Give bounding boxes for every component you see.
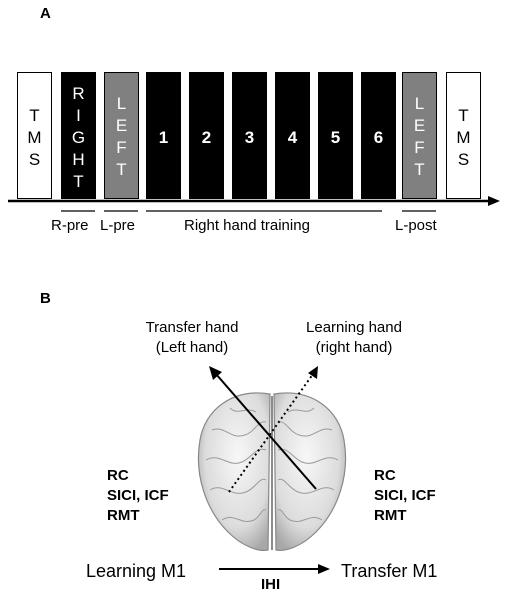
training-block-number: 2 [201,128,212,147]
tms-pre-letter-2: M [27,128,42,147]
transfer-arrow-head [209,366,222,380]
left-post-letter-4: T [414,160,425,179]
learning-arrow-line [228,373,314,493]
right-measure-sici-icf: SICI, ICF [374,487,436,504]
transfer-hand-label: Transfer hand (Left hand) [126,318,258,358]
training-block-5: 5 [318,72,353,199]
transfer-arrow-line [215,373,317,490]
r-pre-label: R-pre [51,217,89,234]
l-pre-label: L-pre [100,217,136,234]
left-pre-letter-1: L [116,94,127,113]
training-block-number: 5 [330,128,341,147]
tms-pre-block: T M S [17,72,52,199]
left-pre-block: L E F T [104,72,139,199]
left-pre-letter-3: F [116,138,127,157]
learning-m1-label: Learning M1 [86,561,187,581]
left-measure-sici-icf: SICI, ICF [107,487,169,504]
l-post-label: L-post [395,217,437,234]
left-post-block: L E F T [402,72,437,199]
tms-pre-letter-1: T [29,106,40,125]
learning-hand-line-1: Learning hand [306,319,402,336]
right-letter-5: T [73,172,84,191]
right-letter-3: G [71,128,86,147]
tms-post-block: T M S [446,72,481,199]
training-block-2: 2 [189,72,224,199]
brain-illustration [197,392,347,551]
transfer-m1-label: Transfer M1 [341,561,438,581]
left-measure-rc: RC [107,467,129,484]
panel-a-label: A [40,5,51,22]
right-letter-2: I [76,106,81,125]
timeline-axis [8,196,500,212]
training-block-4: 4 [275,72,310,199]
training-block-number: 3 [244,128,255,147]
right-hemisphere [273,392,347,551]
ihi-label: IHI [261,576,281,593]
right-letter-1: R [72,84,85,103]
training-block-number: 6 [373,128,384,147]
right-pre-block: R I G H T [61,72,96,199]
transfer-hand-line-2: (Left hand) [155,339,229,356]
left-post-letter-3: F [414,138,425,157]
left-measure-rmt: RMT [107,507,140,524]
learning-hand-label: Learning hand (right hand) [288,318,420,358]
left-pre-letter-2: E [115,116,128,135]
left-hemisphere [197,392,271,551]
left-post-letter-1: L [414,94,425,113]
training-block-6: 6 [361,72,396,199]
tms-pre-letter-3: S [28,150,41,169]
training-label: Right hand training [184,217,310,234]
left-post-letter-2: E [413,116,426,135]
transfer-hand-line-1: Transfer hand [145,319,239,336]
time-arrow-head [488,196,500,206]
right-letter-4: H [72,150,85,169]
left-measures: RC SICI, ICF RMT [107,466,169,526]
tms-post-letter-3: S [457,150,470,169]
training-block-number: 1 [158,128,169,147]
panel-b-label: B [40,290,51,307]
learning-hand-line-2: (right hand) [315,339,393,356]
ihi-arrow-head [318,564,330,574]
tms-post-letter-2: M [456,128,471,147]
right-measures: RC SICI, ICF RMT [374,466,436,526]
learning-arrow-head [308,366,318,379]
training-block-3: 3 [232,72,267,199]
right-measure-rmt: RMT [374,507,407,524]
left-pre-letter-4: T [116,160,127,179]
training-block-1: 1 [146,72,181,199]
training-block-number: 4 [287,128,298,147]
right-measure-rc: RC [374,467,396,484]
tms-post-letter-1: T [458,106,469,125]
